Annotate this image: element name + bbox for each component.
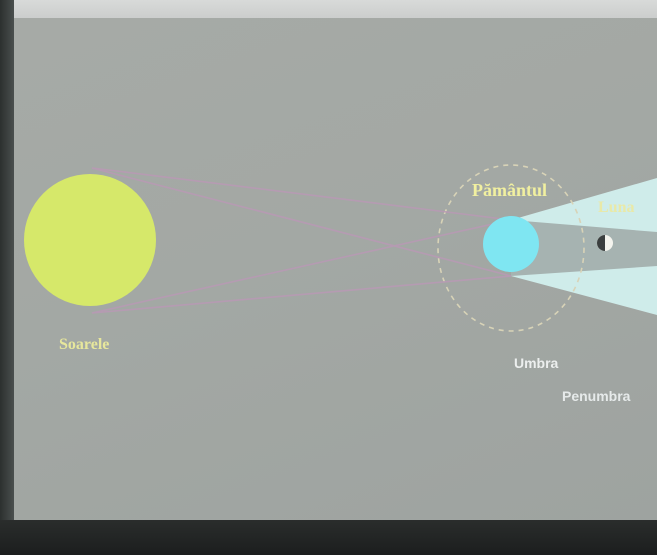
ray-outer-bottom (91, 275, 512, 314)
moon-orbit (437, 164, 585, 332)
ray-outer-top (91, 167, 512, 221)
sun-rays (91, 167, 512, 314)
moon-icon (597, 235, 613, 251)
sun (24, 174, 156, 306)
earth (483, 216, 539, 272)
penumbra-label: Penumbra (562, 388, 631, 404)
ray-cross-up (91, 219, 512, 314)
screen-frame-left (0, 0, 14, 555)
floor-shadow (0, 520, 657, 555)
sun-label: Soarele (59, 336, 110, 353)
umbra-label: Umbra (514, 355, 559, 371)
ray-cross-down (91, 167, 512, 277)
wall-background (0, 0, 657, 22)
earth-label: Pământul (472, 180, 548, 200)
eclipse-diagram (24, 164, 657, 332)
projection-screen: Soarele Pământul Luna Umbra Penumbra (14, 18, 657, 523)
moon-label: Luna (598, 199, 635, 216)
